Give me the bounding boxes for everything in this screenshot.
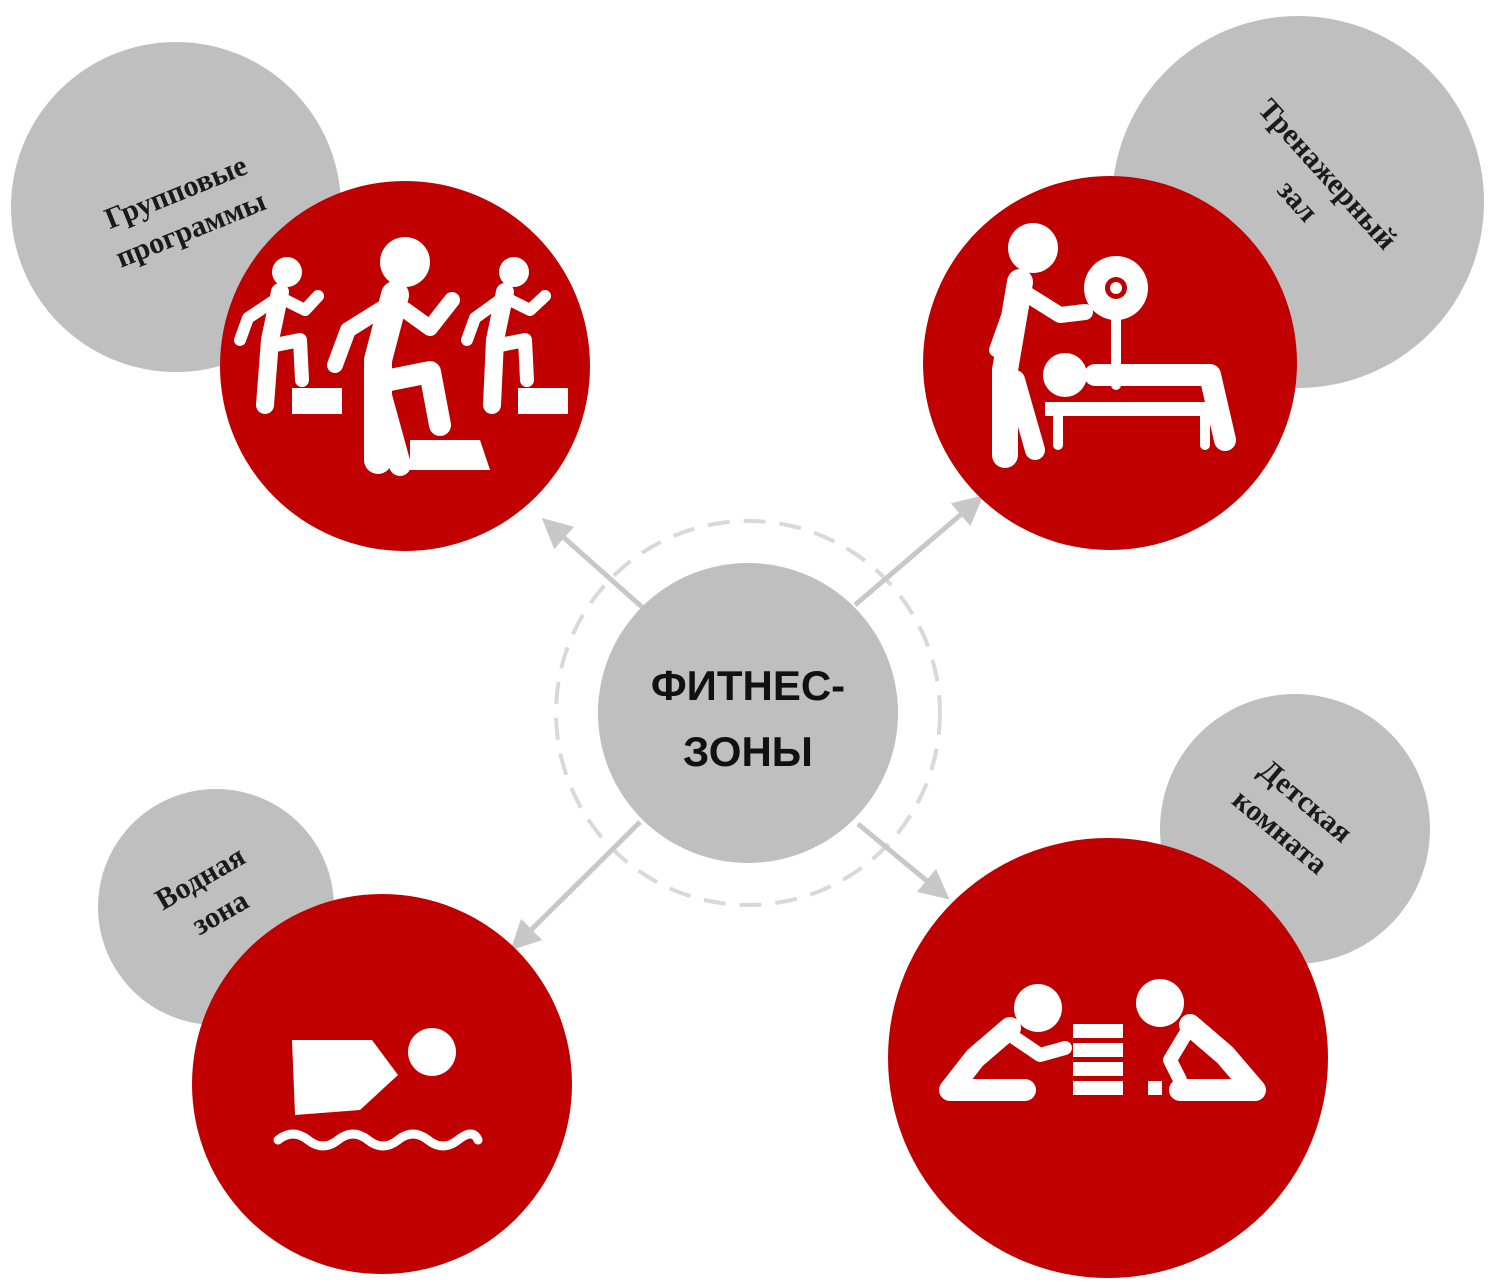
arrow-to-kids	[856, 822, 950, 900]
kids-playing-blocks-icon	[939, 979, 1266, 1101]
zone-gym-icon-circle	[923, 176, 1297, 550]
arrow-to-water	[510, 820, 642, 951]
arrow-to-gym	[853, 495, 984, 607]
swimmer-icon	[273, 1028, 483, 1151]
zone-group-programs: Групповые программы	[11, 42, 590, 551]
zone-water: Водная зона	[98, 789, 572, 1274]
step-aerobics-icon	[234, 237, 568, 476]
bench-press-trainer-icon	[989, 223, 1236, 468]
center-node: ФИТНЕС- ЗОНЫ	[598, 563, 898, 863]
zone-kids-icon-circle	[888, 838, 1328, 1278]
center-title-line2: ЗОНЫ	[683, 728, 813, 775]
center-dashed-ring	[554, 519, 942, 907]
zone-kids: Детская комната	[888, 694, 1430, 1278]
arrow-to-group	[541, 518, 644, 609]
center-title-line1: ФИТНЕС-	[651, 662, 845, 709]
zone-gym: Тренажерный зал	[923, 16, 1484, 550]
